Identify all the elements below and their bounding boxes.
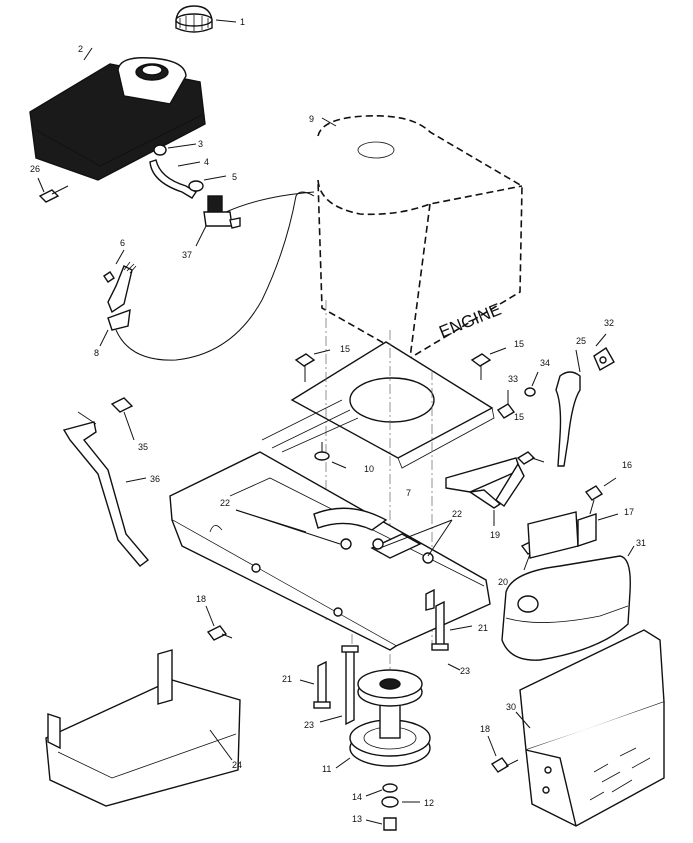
fuel-line-assembly — [149, 143, 227, 199]
callout-5: 5 — [232, 172, 237, 182]
callout-7: 7 — [406, 488, 411, 498]
muffler-bracket — [527, 477, 619, 559]
callout-36: 36 — [150, 474, 160, 484]
muffler — [501, 545, 635, 661]
callout-35: 35 — [138, 442, 148, 452]
callout-18-left: 18 — [196, 594, 206, 604]
screws-18 — [205, 605, 519, 773]
callout-30: 30 — [506, 702, 516, 712]
callout-33: 33 — [508, 374, 518, 384]
callout-4: 4 — [204, 157, 209, 167]
callout-12: 12 — [424, 798, 434, 808]
long-bolts — [299, 588, 473, 726]
callout-labels: 1 2 3 4 5 26 37 6 8 9 15 15 15 32 25 34 … — [30, 17, 646, 824]
bracket-19 — [445, 457, 542, 571]
callout-6: 6 — [120, 238, 125, 248]
heat-shield — [515, 629, 665, 827]
battery-tray — [45, 649, 241, 807]
callout-37: 37 — [182, 250, 192, 260]
pulley-hardware — [365, 783, 420, 831]
engine-outline: ENGINE — [317, 115, 523, 359]
fuel-tank — [29, 47, 206, 181]
throttle-control — [99, 191, 315, 361]
tank-screw — [37, 177, 69, 203]
callout-3: 3 — [198, 139, 203, 149]
callout-13: 13 — [352, 814, 362, 824]
callout-19: 19 — [490, 530, 500, 540]
callout-20: 20 — [498, 577, 508, 587]
callout-15-right: 15 — [514, 339, 524, 349]
engine-bolts — [294, 347, 545, 465]
callout-26: 26 — [30, 164, 40, 174]
callout-15-mid: 15 — [514, 412, 524, 422]
mounting-plate — [290, 341, 495, 469]
callout-24: 24 — [232, 760, 242, 770]
callout-22-left: 22 — [220, 498, 230, 508]
engine-label: ENGINE — [436, 300, 504, 342]
callout-1: 1 — [240, 17, 245, 27]
callout-23-left: 23 — [304, 720, 314, 730]
fuel-shutoff-valve — [195, 195, 241, 247]
callout-31: 31 — [636, 538, 646, 548]
callout-23-right: 23 — [460, 666, 470, 676]
callout-17: 17 — [624, 507, 634, 517]
callout-8: 8 — [94, 348, 99, 358]
callout-15-left: 15 — [340, 344, 350, 354]
callout-21-left: 21 — [282, 674, 292, 684]
callout-34: 34 — [540, 358, 550, 368]
callout-10: 10 — [364, 464, 374, 474]
callout-2: 2 — [78, 44, 83, 54]
fuel-cap — [175, 5, 237, 33]
support-bracket — [62, 397, 150, 567]
callout-32: 32 — [604, 318, 614, 328]
callout-21-right: 21 — [478, 623, 488, 633]
callout-11: 11 — [322, 764, 331, 774]
leaders-22 — [235, 509, 453, 557]
callout-9: 9 — [309, 114, 314, 124]
callout-25: 25 — [576, 336, 586, 346]
muffler-hardware — [496, 333, 615, 467]
callout-16: 16 — [622, 460, 632, 470]
callout-22-right: 22 — [452, 509, 462, 519]
spacer-part — [314, 442, 347, 469]
engine-pulley — [335, 669, 431, 769]
callout-18-right: 18 — [480, 724, 490, 734]
callout-14: 14 — [352, 792, 362, 802]
tractor-frame — [169, 399, 491, 651]
